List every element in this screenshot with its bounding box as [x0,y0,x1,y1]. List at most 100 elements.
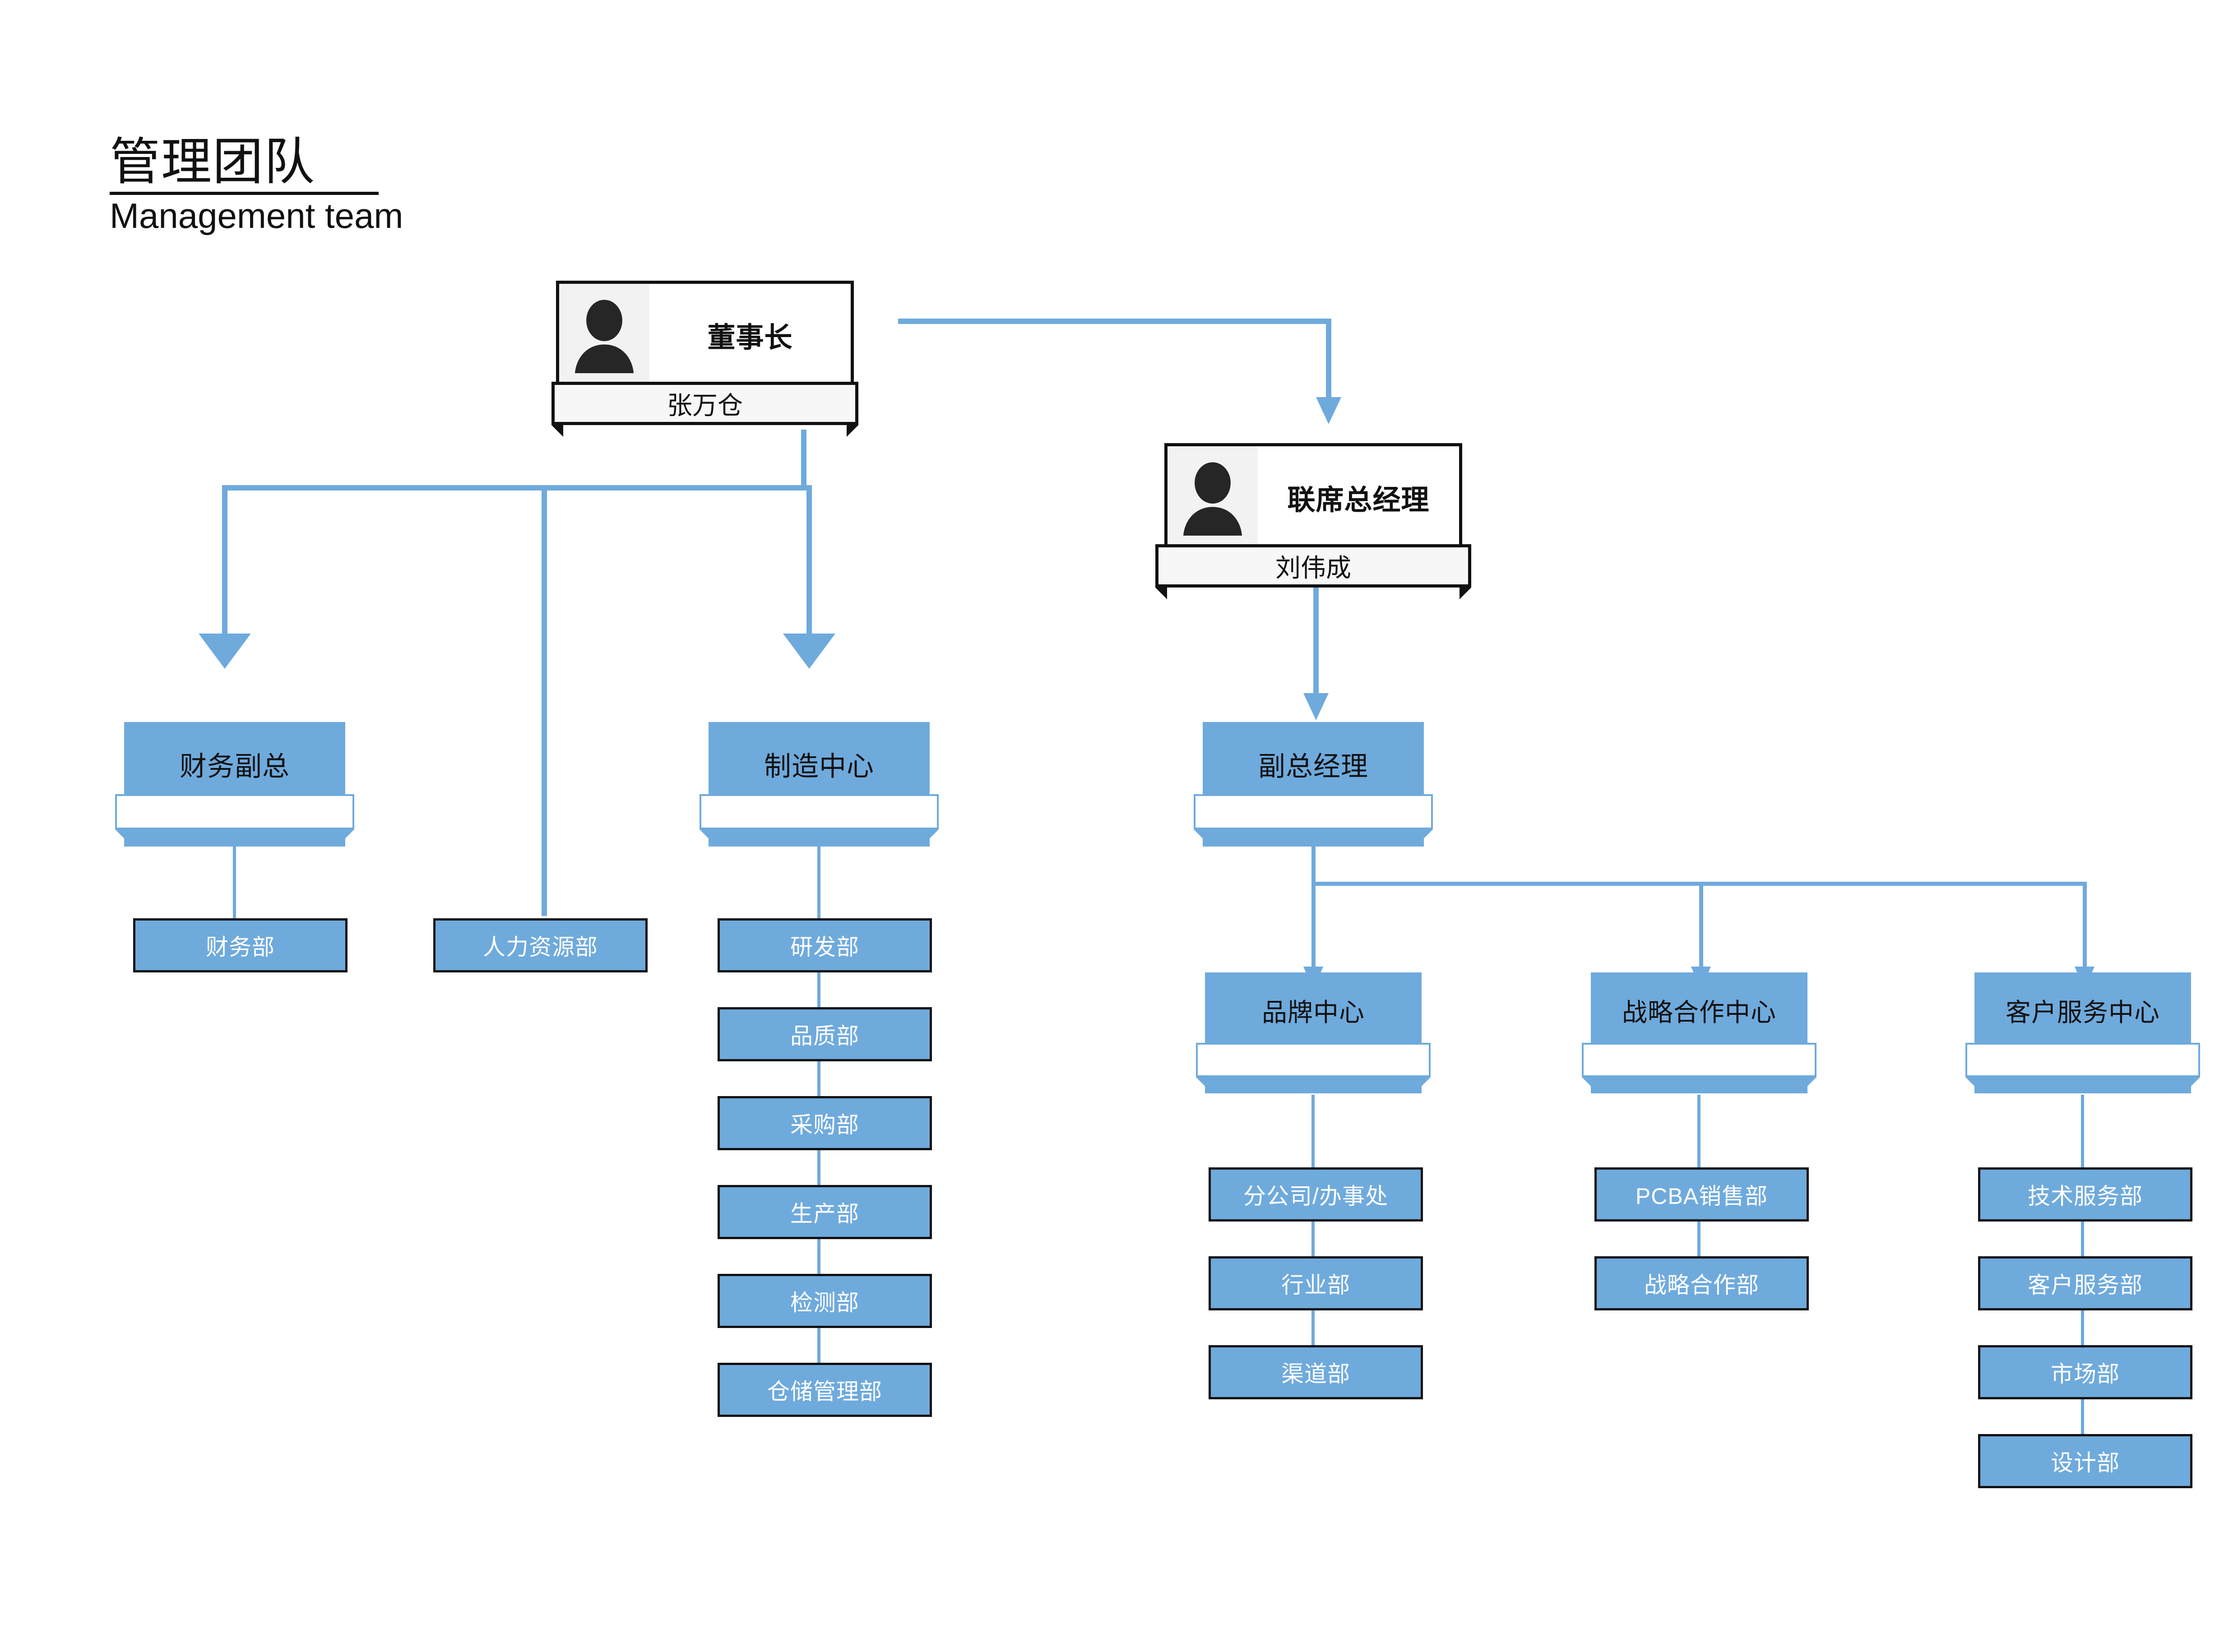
dept-box-strategic-cooperation[interactable]: 战略合作部 [1594,1256,1809,1310]
manager-body: 制造中心 [709,722,930,808]
dept-box-quality[interactable]: 品质部 [718,1007,932,1061]
exec-title-chairman: 董事长 [707,322,793,353]
dept-box-industry[interactable]: 行业部 [1209,1256,1423,1310]
page-title-en: Management team [110,195,403,236]
manager-box-brand-center[interactable]: 品牌中心 [1196,972,1431,1093]
arrowhead-to-cogm [1316,397,1341,424]
page-title: 管理团队 Management team [110,135,403,235]
exec-card-chairman-top: 董事长 [556,281,854,389]
manager-name-band [1582,1043,1816,1077]
dept-box-inspection[interactable]: 检测部 [718,1274,932,1328]
connector-quality-to-purchasing [817,1061,820,1097]
dept-box-purchasing[interactable]: 采购部 [718,1096,932,1150]
ribbon-notch-right [1421,1077,1431,1087]
manager-body: 客户服务中心 [1974,972,2191,1056]
dept-box-rd[interactable]: 研发部 [718,918,932,972]
ribbon-notch-left [115,829,125,839]
dept-box-pcba-sales[interactable]: PCBA销售部 [1594,1167,1809,1222]
dept-box-technical-service[interactable]: 技术服务部 [1978,1167,2192,1222]
connector-to-strategy-center [1699,882,1703,971]
manager-body: 副总经理 [1203,722,1424,808]
ribbon-notch-left [1194,829,1204,839]
manager-foot [1974,1077,2191,1093]
connector-techservice-to-customerservice [2081,1222,2084,1258]
manager-foot [124,829,345,847]
ribbon-notch-left [1196,1077,1205,1087]
connector-branch-to-industry [1311,1222,1315,1258]
connector-to-mfg-center [806,485,812,636]
ribbon-notch-right [344,829,354,839]
manager-label-brand-center: 品牌中心 [1262,998,1365,1027]
manager-box-deputy-gm[interactable]: 副总经理 [1194,722,1433,847]
ribbon-tail-left [1155,588,1167,599]
page-title-cn: 管理团队 [110,134,315,190]
manager-body: 品牌中心 [1205,972,1422,1056]
exec-name-chairman: 张万仓 [551,382,858,425]
connector-deputy-gm-drop [1311,847,1316,885]
manager-box-service-center[interactable]: 客户服务中心 [1965,972,2200,1093]
connector-inspection-to-warehouse [817,1328,820,1364]
connector-customerservice-to-marketing [2081,1310,2084,1347]
ribbon-tail-left [551,425,563,437]
dept-box-marketing[interactable]: 市场部 [1978,1345,2192,1399]
arrowhead-to-deputy-gm [1303,693,1329,720]
exec-card-chairman[interactable]: 董事长 张万仓 [551,281,858,437]
connector-chairman-bus [222,485,806,491]
manager-name-band [115,794,354,829]
manager-label-strategy-center: 战略合作中心 [1622,998,1776,1027]
manager-foot [1205,1077,1422,1093]
exec-card-cogm[interactable]: 联席总经理 刘伟成 [1155,443,1471,599]
exec-name-cogm: 刘伟成 [1155,544,1471,588]
connector-to-service-center [2083,882,2087,971]
dept-box-branch-office[interactable]: 分公司/办事处 [1209,1167,1423,1222]
connector-mfg-to-rd [817,847,820,919]
person-silhouette-icon [1168,446,1258,548]
arrowhead-to-finance-vp [199,634,251,669]
connector-rd-to-quality [817,972,820,1009]
manager-label-mfg-center: 制造中心 [764,751,874,782]
manager-name-band [700,794,939,829]
manager-name-band [1965,1043,2200,1077]
manager-label-deputy-gm: 副总经理 [1258,751,1368,782]
manager-label-service-center: 客户服务中心 [2006,998,2160,1027]
manager-body: 财务副总 [124,722,345,808]
arrowhead-to-mfg-center [783,634,835,669]
connector-to-hr-dept [542,485,547,916]
connector-finance-vp-to-finance-dept [233,847,236,919]
title-underline [110,191,379,195]
connector-chairman-to-cogm-horizontal [898,319,1331,324]
dept-box-channel[interactable]: 渠道部 [1209,1345,1423,1399]
connector-to-finance-vp [222,485,227,636]
exec-card-cogm-top: 联席总经理 [1164,443,1462,551]
dept-box-finance[interactable]: 财务部 [133,918,348,972]
ribbon-notch-right [929,829,939,839]
manager-label-finance-vp: 财务副总 [180,751,290,782]
connector-cogm-to-deputy-gm [1313,588,1319,696]
dept-box-production[interactable]: 生产部 [718,1185,932,1239]
ribbon-notch-left [1965,1077,1975,1087]
manager-box-finance-vp[interactable]: 财务副总 [115,722,354,847]
person-silhouette-icon [559,284,649,386]
connector-purchasing-to-production [817,1150,820,1186]
ribbon-notch-right [2191,1077,2200,1087]
connector-production-to-inspection [817,1239,820,1275]
connector-chairman-to-cogm-vertical [1326,319,1331,400]
manager-foot [1203,829,1424,847]
connector-chairman-drop [801,430,806,487]
ribbon-notch-left [700,829,709,839]
manager-body: 战略合作中心 [1591,972,1807,1056]
dept-box-customer-service[interactable]: 客户服务部 [1978,1256,2192,1310]
manager-box-strategy-center[interactable]: 战略合作中心 [1582,972,1816,1093]
ribbon-notch-left [1582,1077,1591,1087]
dept-box-warehouse[interactable]: 仓储管理部 [718,1363,932,1417]
manager-name-band [1194,794,1433,829]
connector-service-to-techservice [2081,1095,2084,1169]
manager-box-mfg-center[interactable]: 制造中心 [700,722,939,847]
manager-foot [1591,1077,1807,1093]
connector-to-brand-center [1311,882,1316,971]
dept-box-hr[interactable]: 人力资源部 [433,918,648,972]
manager-foot [709,829,930,847]
ribbon-tail-right [847,425,858,437]
dept-box-design[interactable]: 设计部 [1978,1434,2192,1488]
